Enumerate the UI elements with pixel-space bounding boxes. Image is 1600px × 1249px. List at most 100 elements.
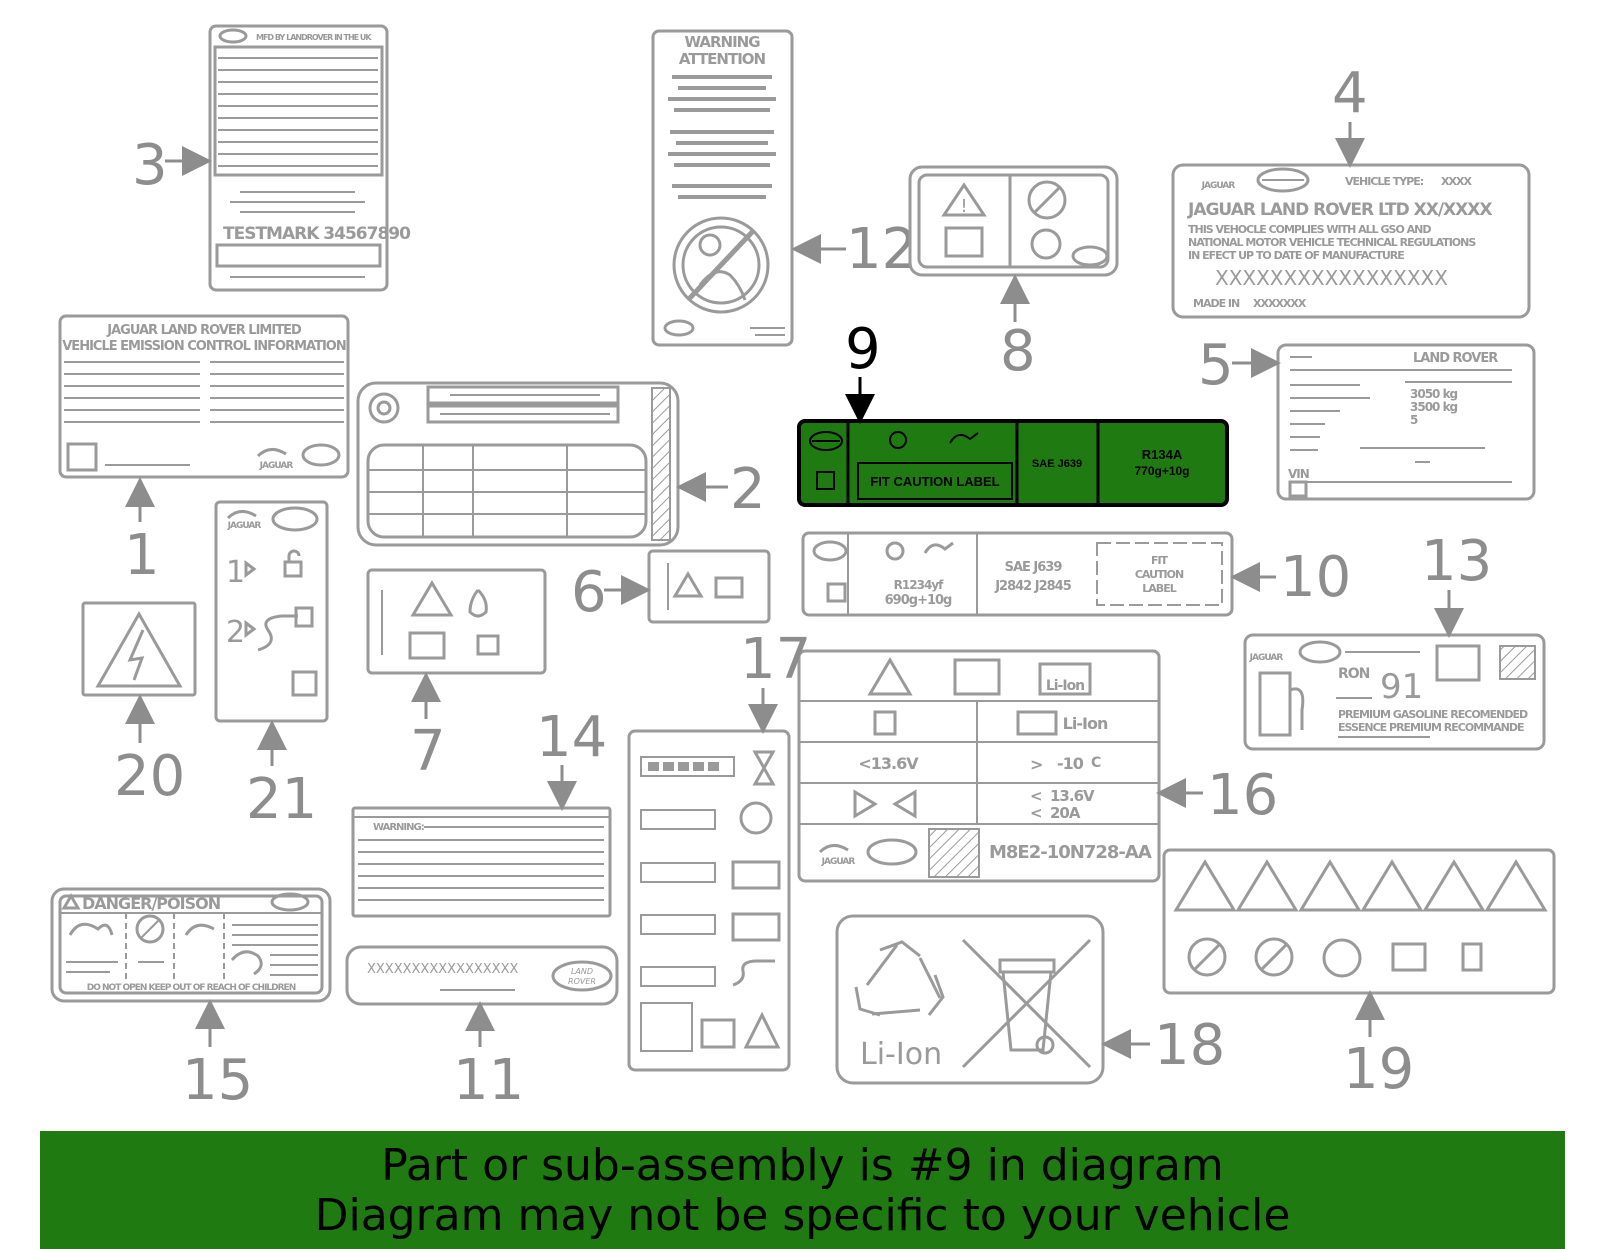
info-banner: Part or sub-assembly is #9 in diagram Di… <box>40 1131 1565 1249</box>
manual-book-icon <box>700 1018 736 1049</box>
label-19[interactable] <box>1162 848 1556 995</box>
jaguar-leaper-icon <box>256 448 287 458</box>
label-14[interactable]: WARNING: <box>351 806 612 918</box>
label-10-caution3: LABEL <box>1142 582 1176 595</box>
label-18[interactable]: Li-Ion <box>835 914 1105 1085</box>
label-15-footer: DO NOT OPEN KEEP OUT OF REACH OF CHILDRE… <box>87 983 296 993</box>
label-5-vin: VIN <box>1288 467 1309 481</box>
label-18-liion: Li-Ion <box>860 1037 942 1072</box>
label-16-liion1: Li-Ion <box>1046 678 1084 694</box>
charging-plug-icon <box>257 614 298 652</box>
label-5[interactable]: LAND ROVER 3050 kg 3500 kg 5 VIN <box>1276 343 1536 501</box>
label-15[interactable]: DANGER/POISON DO NOT OPEN KEEP OUT OF RE… <box>50 887 332 1003</box>
warning-triangle-icon <box>410 580 454 617</box>
callout-11: 11 <box>453 1048 524 1113</box>
recycle-icon <box>1461 942 1483 972</box>
label-2[interactable] <box>356 381 680 547</box>
label-21-brand: JAGUAR <box>227 521 262 531</box>
callout-8: 8 <box>1000 319 1036 384</box>
manual-book-icon <box>953 658 1001 696</box>
label-4[interactable]: JAGUAR VEHICLE TYPE: XXXX JAGUAR LAND RO… <box>1171 163 1531 319</box>
label-10-caution1: FIT <box>1151 554 1169 567</box>
callout-15: 15 <box>182 1048 253 1113</box>
recycle-icon <box>854 940 945 1017</box>
label-21[interactable]: JAGUAR 1 2 <box>214 500 329 723</box>
callout-5: 5 <box>1198 333 1234 398</box>
warning-triangle-icon <box>672 571 704 598</box>
warning-triangle-icon <box>743 1011 781 1049</box>
label-11-brand2: ROVER <box>568 977 596 986</box>
manual-book-icon <box>944 226 984 258</box>
callout-14: 14 <box>536 705 607 770</box>
label-10[interactable]: R1234yf 690g+10g SAE J639 J2842 J2845 FI… <box>801 531 1234 617</box>
battery-level-icon <box>731 860 781 890</box>
label-13-octane: 91 <box>1380 667 1423 707</box>
callout-6: 6 <box>571 560 607 625</box>
label-3[interactable]: MFD BY LANDROVER IN THE UK TESTMARK 3456… <box>208 24 412 292</box>
svg-text:<: < <box>1030 787 1042 805</box>
label-4-brand-text: JAGUAR <box>1201 181 1236 191</box>
high-voltage-icon <box>95 610 183 688</box>
label-17[interactable] <box>627 729 791 1072</box>
banner-line-1: Part or sub-assembly is #9 in diagram <box>381 1140 1224 1191</box>
label-4-text2: NATIONAL MOTOR VEHICLE TECHNICAL REGULAT… <box>1188 236 1476 249</box>
label-5-weight2: 3500 kg <box>1410 400 1458 414</box>
jump-start-icon <box>853 789 917 819</box>
label-12[interactable]: WARNING ATTENTION <box>651 29 794 347</box>
label-10-sae2: J2842 J2845 <box>994 579 1072 594</box>
label-3-testmark: TESTMARK 34567890 <box>223 224 411 244</box>
callout-7: 7 <box>410 719 446 784</box>
label-16-liion2: Li-Ion <box>1063 714 1108 733</box>
warning-triangle-icon <box>941 182 987 217</box>
label-11-code: XXXXXXXXXXXXXXXXX <box>367 962 518 977</box>
label-10-caution2: CAUTION <box>1135 568 1184 581</box>
warning-triangle-icon <box>1173 859 1237 912</box>
callout-4: 4 <box>1332 61 1368 126</box>
label-9-refrigerant: R134A <box>1142 447 1183 462</box>
charging-plug-icon <box>732 959 775 987</box>
label-16-part: M8E2-10N728-AA <box>989 842 1152 863</box>
callout-12: 12 <box>846 217 917 282</box>
callout-20: 20 <box>114 744 185 809</box>
label-13-brand: JAGUAR <box>1249 653 1284 663</box>
eye-protection-icon <box>1322 938 1362 978</box>
label-1[interactable]: JAGUAR LAND ROVER LIMITED VEHICLE EMISSI… <box>58 314 350 479</box>
oil-can-icon <box>949 432 979 444</box>
label-9-charge: 770g+10g <box>1134 464 1189 478</box>
callout-18: 18 <box>1154 1013 1225 1078</box>
charge-timer-icon <box>739 801 773 835</box>
label-13-text1: PREMIUM GASOLINE RECOMENDED <box>1338 708 1528 721</box>
label-11[interactable]: XXXXXXXXXXXXXXXXX LAND ROVER <box>345 945 619 1006</box>
manual-book-icon <box>1391 942 1427 972</box>
engine-icon <box>873 710 897 736</box>
callout-21: 21 <box>246 767 317 832</box>
label-4-company: JAGUAR LAND ROVER LTD XX/XXXX <box>1187 200 1492 220</box>
label-9[interactable]: FIT CAUTION LABEL SAE J639 R134A 770g+10… <box>797 419 1229 507</box>
sun-icon <box>889 431 907 449</box>
label-13-ron: RON <box>1338 666 1370 682</box>
label-8[interactable]: ! <box>908 165 1119 277</box>
no-children-icon <box>1254 937 1294 977</box>
svg-text:>: > <box>1030 755 1042 774</box>
label-16[interactable]: Li-Ion Li-Ion <13.6V > -10 C < 13.6V < 2… <box>797 649 1161 883</box>
label-4-vehicle-type: VEHICLE TYPE: <box>1345 175 1424 188</box>
unlock-icon <box>283 560 303 578</box>
label-21-step2: 2 <box>226 615 245 650</box>
no-smoking-icon <box>135 914 165 944</box>
label-4-vin: XXXXXXXXXXXXXXXXX <box>1215 266 1448 290</box>
tyre-icon <box>368 392 400 424</box>
label-20[interactable] <box>81 601 197 697</box>
label-4-text3: IN EFECT UP TO DATE OF MANUFACTURE <box>1188 249 1404 262</box>
label-9-caution: FIT CAUTION LABEL <box>870 474 999 489</box>
banner-line-2: Diagram may not be specific to your vehi… <box>314 1190 1291 1241</box>
label-6[interactable] <box>647 549 771 624</box>
label-4-made-in: MADE IN <box>1193 297 1240 310</box>
label-1-line1: JAGUAR LAND ROVER LIMITED <box>106 323 302 338</box>
label-7[interactable] <box>366 568 547 675</box>
label-1-brand: JAGUAR <box>259 461 294 471</box>
battery-icon <box>1038 662 1092 696</box>
label-5-brand: LAND ROVER <box>1413 351 1498 366</box>
label-13-text2: ESSENCE PREMIUM RECOMMANDE <box>1338 721 1524 734</box>
label-13[interactable]: JAGUAR RON 91 PREMIUM GASOLINE RECOMENDE… <box>1243 633 1546 751</box>
label-14-warning: WARNING: <box>373 822 424 833</box>
